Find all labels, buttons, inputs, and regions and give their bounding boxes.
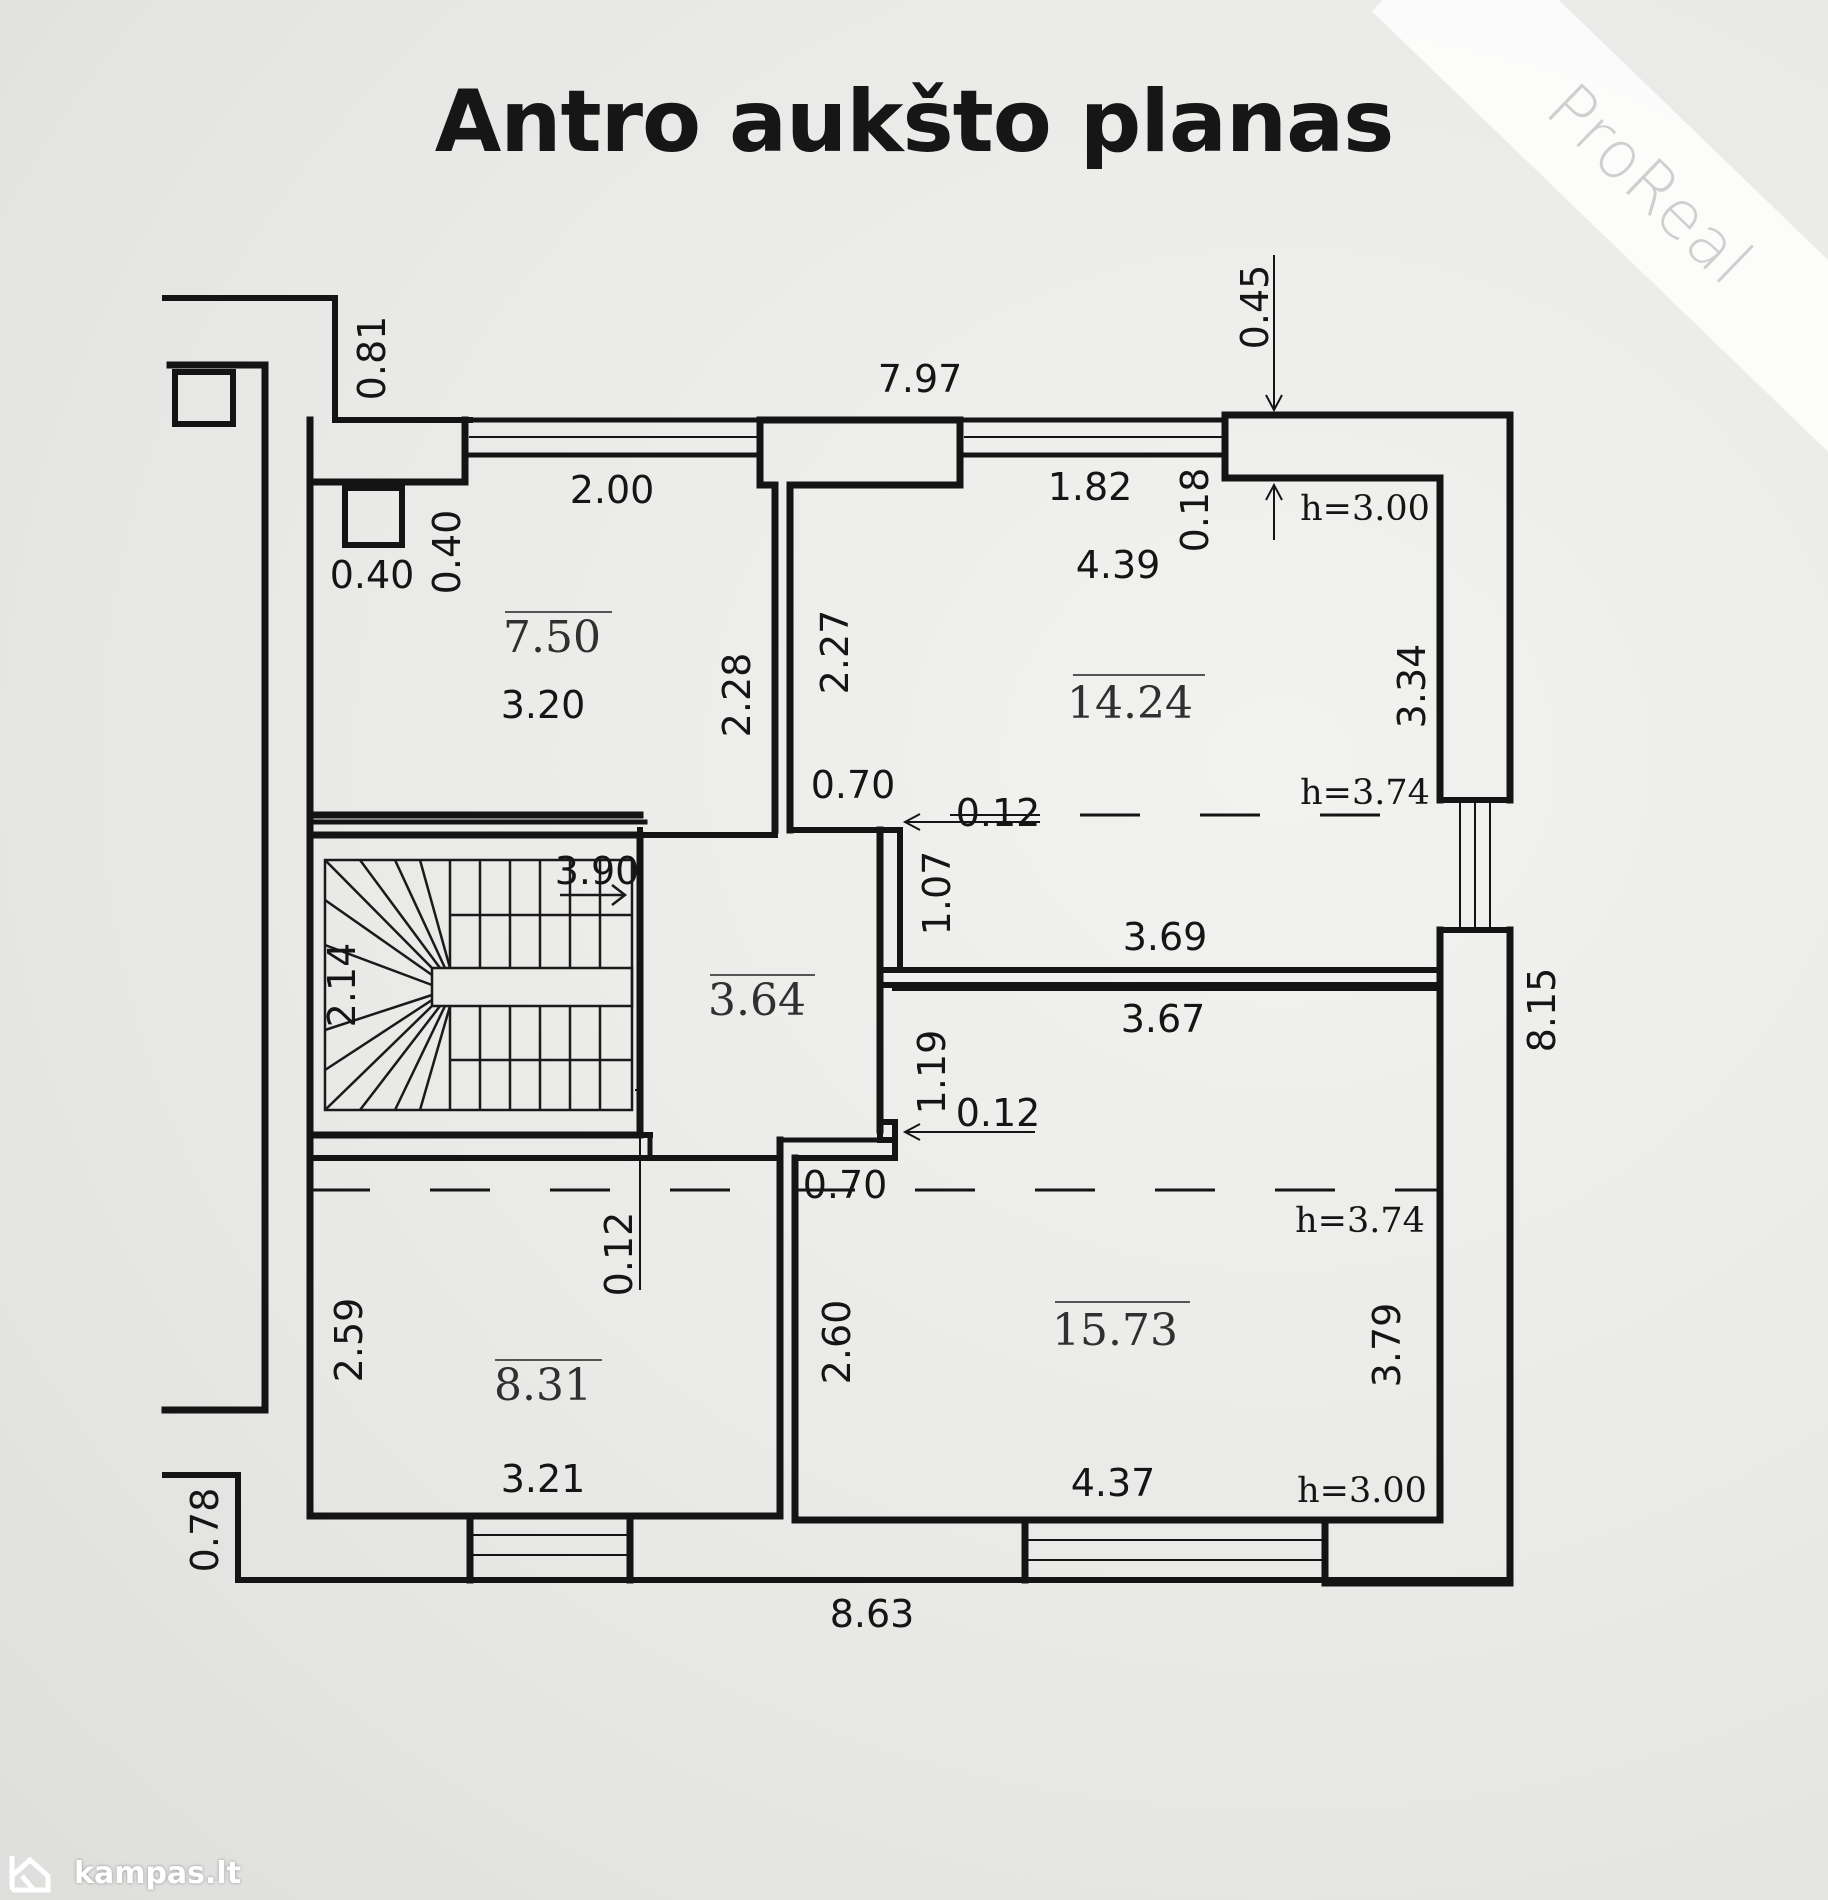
area-room2: 14.24 (1067, 678, 1193, 729)
kampas-house-icon (9, 1856, 51, 1893)
dim-room2-bottom: 3.69 (1123, 915, 1208, 959)
dim-room4-top: 3.67 (1121, 997, 1206, 1041)
dim-room5-left: 2.59 (327, 1298, 371, 1383)
dim-room5-bottom: 3.21 (501, 1457, 586, 1501)
room-areas: 7.50 14.24 3.64 15.73 8.31 (494, 611, 1205, 1411)
dim-room4-bottom: 4.37 (1071, 1461, 1156, 1505)
dim-top-right-offset: 0.45 (1233, 265, 1277, 350)
dim-stair-width: 2.14 (320, 943, 364, 1028)
staircase (323, 858, 634, 1112)
height-room2-bottom: h=3.74 (1300, 773, 1430, 813)
dim-room4-wall: 0.12 (956, 1091, 1041, 1135)
dimension-labels: 7.97 8.15 8.63 0.81 0.45 0.78 2.00 3.20 … (183, 265, 1564, 1636)
dim-room2-width: 4.39 (1076, 543, 1161, 587)
dim-room1-top: 2.00 (570, 468, 655, 512)
dim-room2-height-right: 3.34 (1390, 644, 1434, 729)
dim-bottom-overall: 8.63 (830, 1592, 915, 1636)
ceiling-height-labels: h=3.00 h=3.74 h=3.74 h=3.00 (1295, 489, 1430, 1511)
dim-room2-step: 0.18 (1173, 468, 1217, 553)
dimension-lines (635, 255, 1283, 1290)
dim-bottom-left-offset: 0.78 (183, 1488, 227, 1573)
height-room4-bottom: h=3.00 (1297, 1471, 1427, 1511)
dim-chimney-h: 0.40 (425, 510, 469, 595)
area-room5: 8.31 (494, 1360, 592, 1411)
dim-room2-lower: 1.07 (915, 851, 959, 936)
plan-walls (161, 295, 1514, 1587)
page-title: Antro aukšto planas (434, 72, 1395, 172)
area-hall: 3.64 (708, 975, 806, 1026)
dim-room2-window: 1.82 (1048, 465, 1133, 509)
dim-top-left-offset: 0.81 (350, 316, 394, 401)
ceiling-break-lines (310, 813, 1440, 1192)
area-room1: 7.50 (503, 612, 601, 663)
area-room4: 15.73 (1052, 1305, 1178, 1356)
footer-brand: kampas.lt (74, 1855, 242, 1891)
dim-room4-left: 2.60 (815, 1300, 859, 1385)
dim-room5-wall: 0.12 (597, 1212, 641, 1297)
dim-room4-step: 1.19 (910, 1030, 954, 1115)
dim-room4-right: 3.79 (1365, 1303, 1409, 1388)
dim-stair-length: 3.90 (555, 849, 640, 893)
height-room4-top: h=3.74 (1295, 1201, 1425, 1241)
dim-chimney-w: 0.40 (330, 553, 415, 597)
dim-top-overall: 7.97 (878, 357, 963, 401)
kampas-logo: kampas.lt (8, 1852, 241, 1894)
dim-right-overall: 8.15 (1520, 968, 1564, 1053)
dim-room2-height-left: 2.27 (813, 610, 857, 695)
dim-room1-right: 2.28 (715, 653, 759, 738)
dim-room2-notch: 0.70 (811, 763, 896, 807)
dim-room4-notch: 0.70 (803, 1163, 888, 1207)
dim-room1-bottom: 3.20 (501, 683, 586, 727)
dim-room2-wall: 0.12 (956, 791, 1041, 835)
height-room2-top: h=3.00 (1300, 489, 1430, 529)
